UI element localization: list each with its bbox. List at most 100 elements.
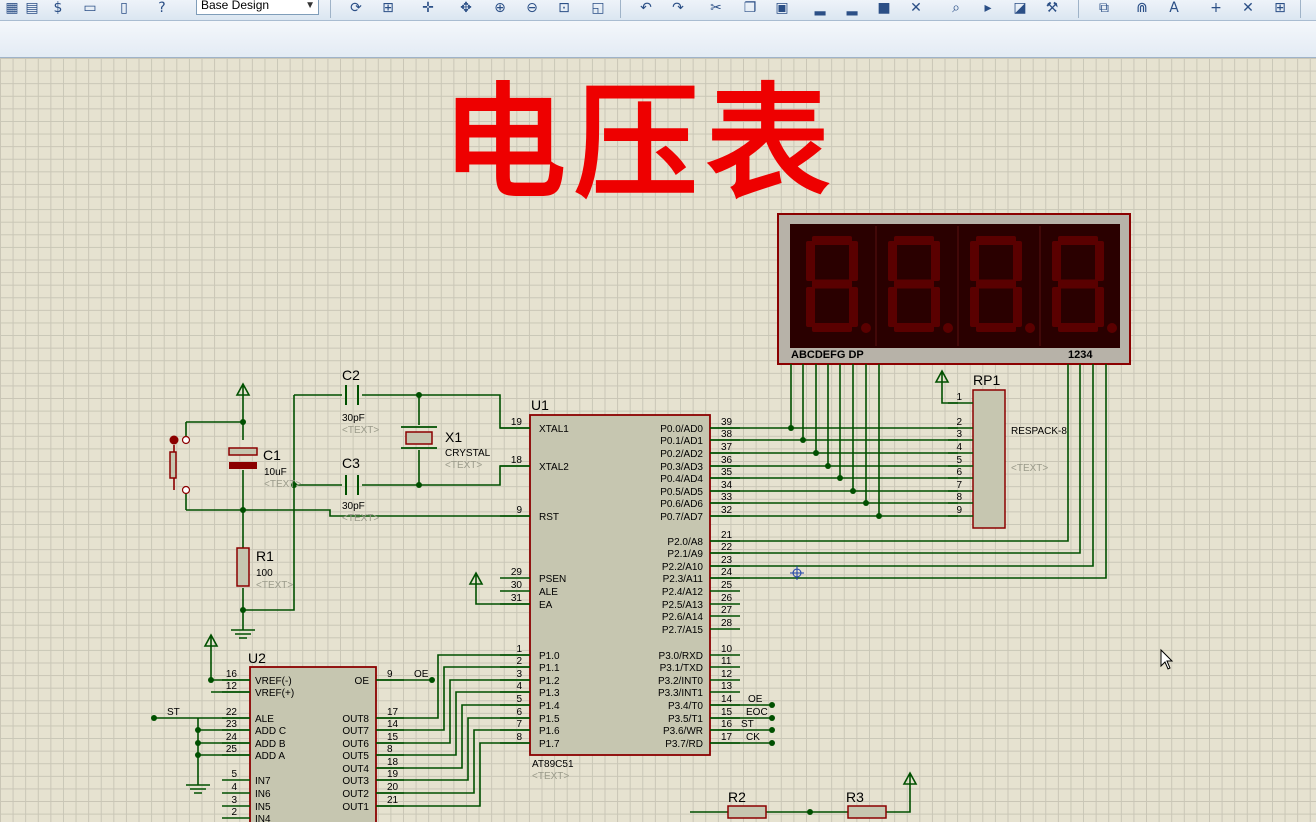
segment: [1095, 241, 1104, 281]
package-tool-icon[interactable]: ◪: [1013, 0, 1027, 16]
rp1-pin-number: 5: [956, 455, 962, 466]
seven-segment-digit: 8: [970, 236, 1035, 333]
u1-pin-name: P0.7/AD7: [660, 512, 703, 523]
u2-pin-number: 17: [387, 707, 399, 718]
origin-icon[interactable]: ✛: [422, 0, 434, 16]
digit-label: 1234: [1068, 349, 1093, 361]
new-sheet-icon[interactable]: +: [1210, 0, 1222, 16]
paste-icon[interactable]: ▣: [775, 0, 789, 16]
c3-text: <TEXT>: [342, 513, 379, 524]
u1-pin-number: 27: [721, 605, 733, 616]
block-rotate-icon[interactable]: ■: [877, 0, 891, 16]
rp1-pin-number: 7: [956, 480, 962, 491]
resistor-r2[interactable]: R2: [727, 789, 767, 819]
c2-ref: C2: [342, 367, 360, 383]
pan-icon[interactable]: ✥: [460, 0, 472, 16]
segment: [894, 279, 934, 289]
r1-text: <TEXT>: [256, 580, 293, 591]
u1-pin-number: 32: [721, 505, 733, 516]
block-delete-icon[interactable]: ✕: [910, 0, 922, 16]
u1-pin-name: P0.2/AD2: [660, 449, 703, 460]
binary-file-icon[interactable]: ▭: [83, 0, 97, 16]
c1-text: <TEXT>: [264, 479, 301, 490]
redo-icon[interactable]: ↷: [672, 0, 684, 16]
remove-sheet-icon[interactable]: ✕: [1242, 0, 1254, 16]
u2-pin-name: OE: [355, 676, 370, 687]
u2-pin-number: 22: [226, 707, 238, 718]
block-move-icon[interactable]: ▂: [846, 0, 858, 16]
u2-ref: U2: [248, 650, 266, 666]
microcontroller-u1[interactable]: U1 AT89C51 <TEXT> 19XTAL118XTAL29RST29PS…: [500, 397, 740, 782]
netlist-icon[interactable]: ▤: [25, 0, 39, 16]
copy-icon[interactable]: ❐: [743, 0, 757, 16]
u1-pin-number: 12: [721, 669, 733, 680]
property-tool-icon[interactable]: A: [1169, 0, 1179, 16]
u2-pin-name: OUT6: [342, 739, 369, 750]
u1-pin-number: 15: [721, 707, 733, 718]
search-tag-icon[interactable]: ⋒: [1136, 0, 1148, 16]
document-icon[interactable]: ▯: [120, 0, 128, 16]
u2-pin-name: OUT5: [342, 751, 369, 762]
layer-select[interactable]: Base Design ▼: [196, 0, 319, 15]
zoom-out-icon[interactable]: ⊖: [526, 0, 538, 16]
goto-sheet-icon[interactable]: ⊞: [1274, 0, 1286, 16]
segment: [931, 241, 940, 281]
u1-pin-name: PSEN: [539, 574, 566, 585]
u2-pin-number: 16: [226, 669, 238, 680]
u1-pin-name: ALE: [539, 587, 558, 598]
u1-pin-name: P1.0: [539, 651, 560, 662]
u1-pin-name: P3.4/T0: [668, 701, 703, 712]
u1-pin-number: 18: [511, 455, 523, 466]
crystal-x1[interactable]: X1 CRYSTAL <TEXT>: [401, 426, 491, 471]
u1-pin-name: P0.0/AD0: [660, 424, 703, 435]
pick-devices-icon[interactable]: ▦: [5, 0, 19, 16]
main-toolbar: ▦ ▤ $ ▭ ▯ ? Base Design ▼ ⟳ ⊞ ✛ ✥ ⊕ ⊖ ⊡ …: [0, 0, 1316, 21]
wire-autorouter-icon[interactable]: ⧉: [1099, 0, 1109, 16]
u1-pin-number: 1: [516, 644, 522, 655]
rp1-pin-number: 4: [956, 442, 962, 453]
rp1-pin-number: 6: [956, 467, 962, 478]
u1-pin-number: 21: [721, 530, 733, 541]
pick-icon[interactable]: ⌕: [952, 0, 960, 16]
zoom-area-icon[interactable]: ◱: [591, 0, 605, 16]
net-labels: OE ST OE EOC ST CK: [167, 669, 768, 743]
segment: [931, 287, 940, 327]
u1-pin-number: 38: [721, 429, 733, 440]
cut-icon[interactable]: ✂: [710, 0, 722, 16]
block-copy-icon[interactable]: ▂: [814, 0, 826, 16]
decompose-icon[interactable]: ⚒: [1045, 0, 1059, 16]
capacitor-c1[interactable]: C1 10uF <TEXT>: [228, 447, 301, 490]
bill-of-materials-icon[interactable]: $: [53, 0, 63, 16]
u1-pin-name: P3.6/WR: [663, 726, 703, 737]
u1-pin-name: XTAL1: [539, 424, 569, 435]
capacitor-c3[interactable]: C3 30pF <TEXT>: [342, 455, 379, 524]
u1-pin-name: P1.6: [539, 726, 560, 737]
u2-pin-name: IN5: [255, 802, 271, 813]
u2-pin-name: OUT7: [342, 726, 369, 737]
zoom-all-icon[interactable]: ⊡: [558, 0, 570, 16]
help-icon[interactable]: ?: [158, 0, 166, 16]
undo-icon[interactable]: ↶: [640, 0, 652, 16]
u1-pin-name: P1.3: [539, 688, 560, 699]
resistor-r3[interactable]: R3: [846, 789, 887, 819]
u2-pin-name: OUT1: [342, 802, 369, 813]
u2-pin-number: 4: [231, 782, 237, 793]
r1-ref: R1: [256, 548, 274, 564]
make-device-icon[interactable]: ▸: [984, 0, 992, 16]
refresh-icon[interactable]: ⟳: [350, 0, 362, 16]
u2-pin-number: 12: [226, 681, 238, 692]
capacitor-c2[interactable]: C2 30pF <TEXT>: [342, 367, 379, 436]
reset-button[interactable]: [169, 435, 191, 495]
net-label-oe-u2: OE: [414, 669, 429, 680]
zoom-in-icon[interactable]: ⊕: [494, 0, 506, 16]
u1-pin-number: 13: [721, 681, 733, 692]
c3-ref: C3: [342, 455, 360, 471]
resistor-r1[interactable]: R1 100 <TEXT>: [236, 547, 293, 591]
u1-pin-number: 37: [721, 442, 733, 453]
rp1-pin-number: 2: [956, 417, 962, 428]
grid-toggle-icon[interactable]: ⊞: [382, 0, 394, 16]
